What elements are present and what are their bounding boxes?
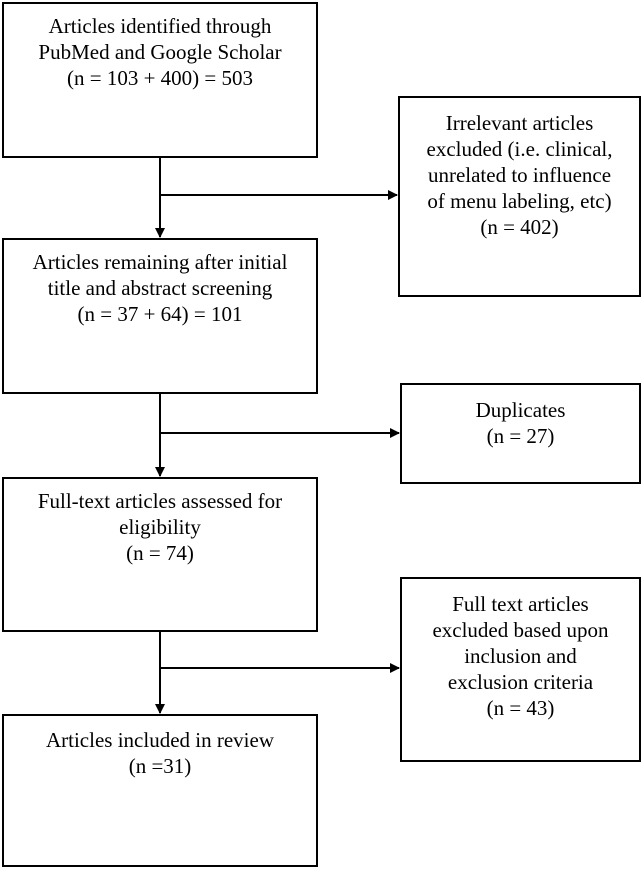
irrelevant-excluded-box: Irrelevant articles excluded (i.e. clini… <box>398 96 641 297</box>
criteria-line-1: Full text articles <box>452 592 589 616</box>
identified-line-2: PubMed and Google Scholar <box>38 40 282 64</box>
identified-line-1: Articles identified through <box>48 14 272 38</box>
irrelevant-line-2: excluded (i.e. clinical, <box>426 137 613 161</box>
criteria-line-4: exclusion criteria <box>447 670 594 694</box>
included-line-1: Articles included in review <box>45 728 274 752</box>
criteria-line-3: inclusion and <box>464 644 577 668</box>
irrelevant-line-1: Irrelevant articles <box>445 111 594 135</box>
duplicates-line-2: (n = 27) <box>486 424 555 448</box>
included-box: Articles included in review (n =31) <box>2 714 318 867</box>
assessed-box: Full-text articles assessed for eligibil… <box>2 477 318 632</box>
assessed-line-2: eligibility <box>119 515 201 539</box>
criteria-line-5: (n = 43) <box>486 696 555 720</box>
duplicates-line-1: Duplicates <box>475 398 566 422</box>
criteria-line-2: excluded based upon <box>432 618 609 642</box>
identified-line-3: (n = 103 + 400) = 503 <box>66 66 254 90</box>
assessed-line-3: (n = 74) <box>126 541 194 565</box>
assessed-line-1: Full-text articles assessed for <box>37 489 283 513</box>
screened-line-3: (n = 37 + 64) = 101 <box>77 302 243 326</box>
duplicates-box: Duplicates (n = 27) <box>400 383 641 484</box>
irrelevant-line-5: (n = 402) <box>480 215 559 239</box>
screened-box: Articles remaining after initial title a… <box>2 238 318 394</box>
irrelevant-line-3: unrelated to influence <box>427 163 612 187</box>
criteria-excluded-box: Full text articles excluded based upon i… <box>400 577 641 762</box>
irrelevant-line-4: of menu labeling, etc) <box>427 189 612 213</box>
included-line-2: (n =31) <box>128 754 192 778</box>
screened-line-2: title and abstract screening <box>47 276 273 300</box>
identified-box: Articles identified through PubMed and G… <box>2 2 318 158</box>
screened-line-1: Articles remaining after initial <box>32 250 288 274</box>
